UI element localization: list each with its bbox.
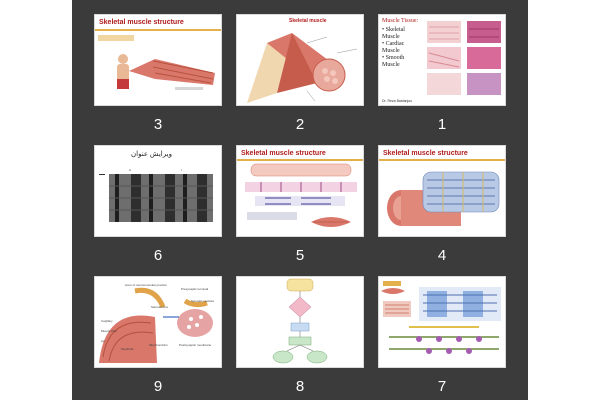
label-axon: Axon of neuromuscular junction <box>125 283 168 287</box>
slide-title: Skeletal muscle structure <box>241 150 326 157</box>
author-credit: Dr. Reza Bastanjoo <box>382 99 413 103</box>
slide-number-2: 2 <box>295 116 305 133</box>
bullet-list: • Skeletal Muscle • Cardiac Muscle • Smo… <box>382 27 422 69</box>
slide-number-6: 6 <box>153 247 163 264</box>
bullet-item: • Smooth Muscle <box>382 55 405 68</box>
electron-micrograph <box>109 174 213 222</box>
slide-thumbnail-2[interactable]: Skeletal muscle <box>236 14 364 106</box>
slide-title: Skeletal muscle <box>289 18 327 24</box>
band-label-i: I <box>181 168 182 172</box>
label-myofibrils: Myofibrils <box>121 347 134 351</box>
slide-title: Skeletal muscle structure <box>99 19 184 26</box>
slide-title: ویرایش عنوان <box>131 151 172 158</box>
bullet-item: • Cardiac Muscle <box>382 41 405 54</box>
label-mitochondrion: Mitochondrion <box>149 343 168 347</box>
title-underline <box>95 29 221 31</box>
slide-thumbnail-4[interactable]: Skeletal muscle structure <box>378 145 506 237</box>
slide-number-1: 1 <box>437 116 447 133</box>
slide-thumbnail-8[interactable] <box>236 276 364 368</box>
slide-thumbnail-6[interactable]: ویرایش عنوان A I <box>94 145 222 237</box>
slide-thumbnail-3[interactable]: Skeletal muscle structure <box>94 14 222 106</box>
label-presynaptic: Presynaptic terminal <box>181 287 209 291</box>
muscle-fiber-image <box>387 171 500 226</box>
muscle-bundle-image <box>247 33 358 103</box>
slide-number-5: 5 <box>295 247 305 264</box>
label-panel-a: (a) <box>101 339 105 343</box>
slide-number-8: 8 <box>295 378 305 395</box>
label-capillary: Capillary <box>101 319 113 323</box>
slide-number-4: 4 <box>437 247 447 264</box>
slide-sorter-panel: Skeletal muscle structure 3 Skeletal mus… <box>72 0 528 400</box>
tissue-histology-images <box>427 21 501 95</box>
slide-thumbnail-1[interactable]: Muscle Tissue: • Skeletal Muscle • Cardi… <box>378 14 506 106</box>
neuromuscular-junction-image <box>99 287 213 363</box>
slide-title: Muscle Tissue: <box>382 18 419 24</box>
bullet-item: • Skeletal Muscle <box>382 27 405 40</box>
label-vesicles: Synaptic vesicles <box>191 299 215 303</box>
slide-number-9: 9 <box>153 378 163 395</box>
sarcomere-contraction-image <box>381 281 501 354</box>
slide-thumbnail-7[interactable] <box>378 276 506 368</box>
flowchart-image <box>272 278 328 364</box>
title-underline <box>379 159 505 161</box>
slide-title: Skeletal muscle structure <box>383 150 468 157</box>
slide-number-3: 3 <box>153 116 163 133</box>
sarcomere-diagram <box>245 163 357 227</box>
slide-thumbnail-9[interactable]: Axon of neuromuscular junction Presynapt… <box>94 276 222 368</box>
slide-thumbnail-5[interactable]: Skeletal muscle structure <box>236 145 364 237</box>
label-postsynaptic: Postsynaptic membrane <box>179 343 212 347</box>
slide-number-7: 7 <box>437 378 447 395</box>
label-muscle-fiber: Muscle fiber <box>101 329 118 333</box>
title-underline <box>237 159 363 161</box>
label-sarcolemma: Sarcolemma <box>151 305 168 309</box>
band-label-a: A <box>129 168 132 172</box>
muscle-anatomy-image <box>95 33 221 103</box>
bullet-marker <box>99 174 105 175</box>
